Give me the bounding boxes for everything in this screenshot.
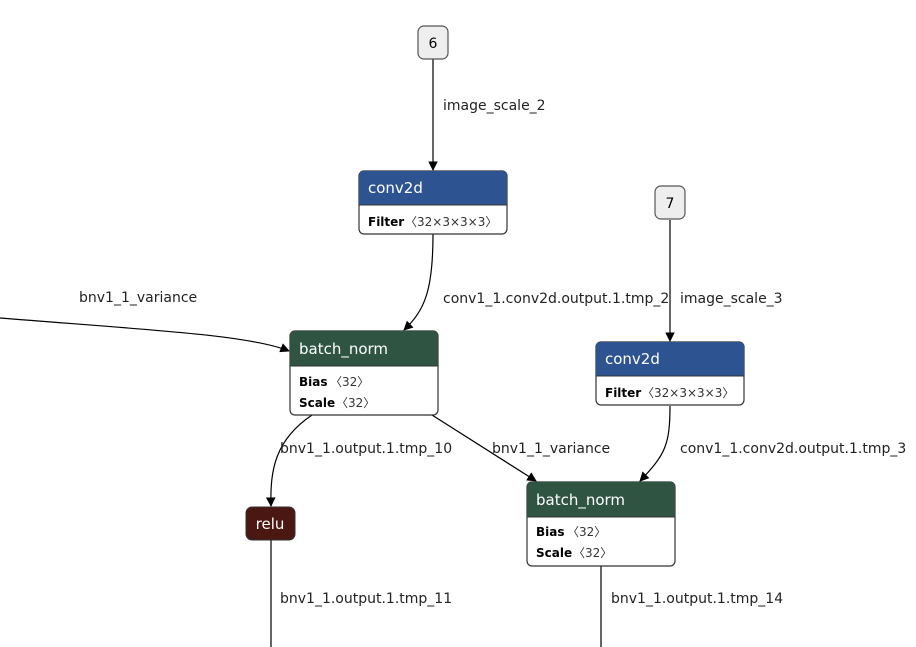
conv2d-node-2[interactable]: conv2d Filter 〈32×3×3×3〉 xyxy=(595,341,745,406)
edge-conv-out-2[interactable] xyxy=(403,233,434,331)
edge-label-bn-out-11: bnv1_1.output.1.tmp_11 xyxy=(280,591,452,607)
filter-attr-value: 〈32×3×3×3〉 xyxy=(405,215,497,229)
edge-label-conv-out-2: conv1_1.conv2d.output.1.tmp_2 xyxy=(443,291,669,307)
edge-conv-out-3[interactable] xyxy=(639,405,671,482)
edge-label-image-scale-3: image_scale_3 xyxy=(680,291,783,307)
edge-variance-left[interactable] xyxy=(0,317,290,353)
edge-variance-mid[interactable] xyxy=(431,414,537,482)
input-label-6: 6 xyxy=(429,36,438,52)
batch-norm-title: batch_norm xyxy=(299,340,388,359)
batch-norm-node-1[interactable]: batch_norm Bias 〈32〉 Scale 〈32〉 xyxy=(289,330,439,416)
batch-norm-title: batch_norm xyxy=(536,491,625,510)
bias-attr-value: 〈32〉 xyxy=(330,375,369,389)
input-node-7[interactable]: 7 xyxy=(654,185,686,220)
edge-label-conv-out-3: conv1_1.conv2d.output.1.tmp_3 xyxy=(680,441,906,457)
scale-attr-name: Scale xyxy=(299,396,335,410)
edge-label-bn-out-14: bnv1_1.output.1.tmp_14 xyxy=(611,591,783,607)
filter-attr-name: Filter xyxy=(605,386,641,400)
filter-attr-value: 〈32×3×3×3〉 xyxy=(642,386,734,400)
edge-labels: image_scale_2 conv1_1.conv2d.output.1.tm… xyxy=(79,98,906,607)
bias-attr-value: 〈32〉 xyxy=(567,525,606,539)
edge-bn-out-10[interactable] xyxy=(265,414,313,507)
relu-title: relu xyxy=(256,515,285,533)
conv2d-node-1[interactable]: conv2d Filter 〈32×3×3×3〉 xyxy=(358,170,508,235)
scale-attr-name: Scale xyxy=(536,546,572,560)
input-node-6[interactable]: 6 xyxy=(417,25,449,60)
relu-node[interactable]: relu xyxy=(245,506,296,541)
bias-attr-name: Bias xyxy=(299,375,328,389)
edge-label-image-scale-2: image_scale_2 xyxy=(443,98,546,114)
edge-label-variance-left: bnv1_1_variance xyxy=(79,290,197,306)
scale-attr-value: 〈32〉 xyxy=(573,546,612,560)
conv2d-title: conv2d xyxy=(368,179,423,197)
scale-attr-value: 〈32〉 xyxy=(336,396,375,410)
filter-attr-name: Filter xyxy=(368,215,404,229)
input-label-7: 7 xyxy=(666,196,675,212)
batch-norm-node-2[interactable]: batch_norm Bias 〈32〉 Scale 〈32〉 xyxy=(526,481,676,567)
edge-label-variance-mid: bnv1_1_variance xyxy=(492,441,610,457)
edges xyxy=(0,59,675,647)
edge-label-bn-out-10: bnv1_1.output.1.tmp_10 xyxy=(280,441,452,457)
conv2d-title: conv2d xyxy=(605,350,660,368)
bias-attr-name: Bias xyxy=(536,525,565,539)
